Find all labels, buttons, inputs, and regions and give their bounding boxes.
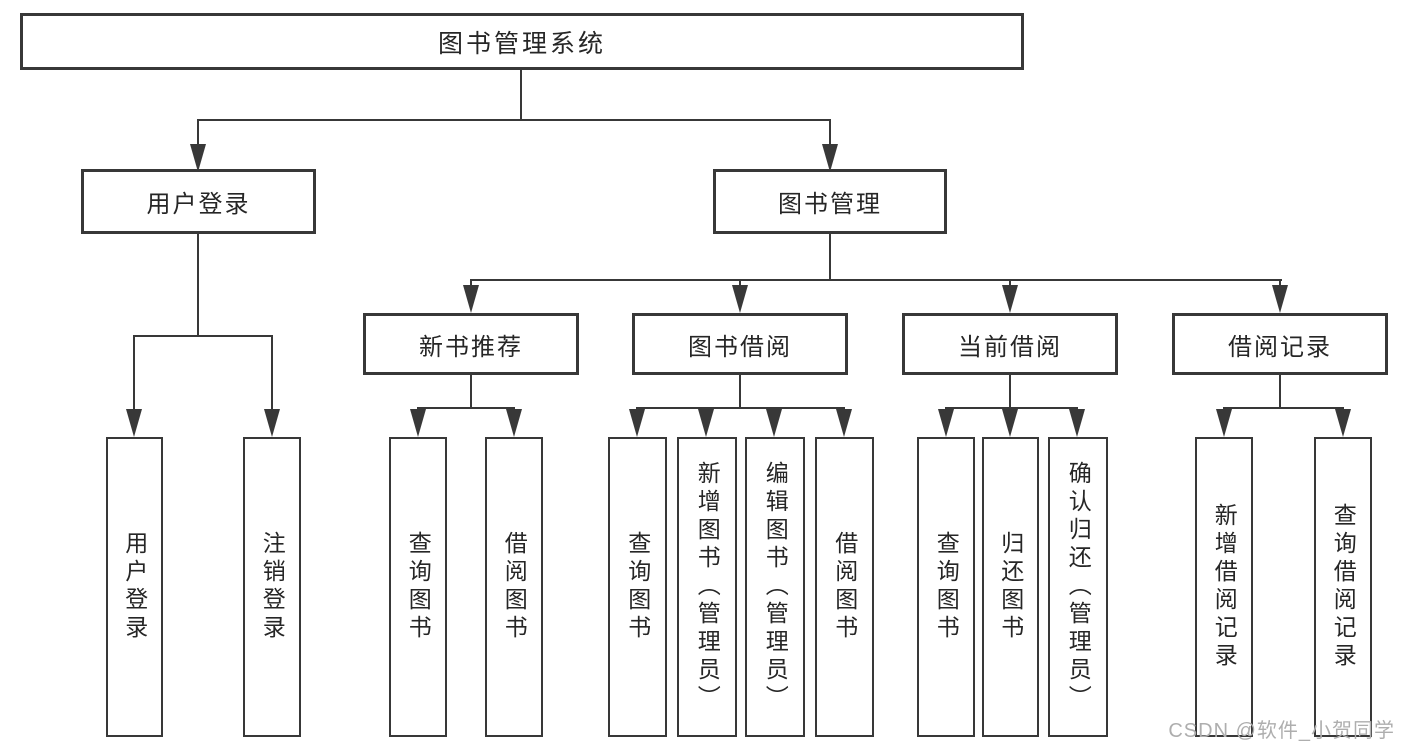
connector-line <box>829 234 831 281</box>
arrow-down-icon <box>766 409 782 437</box>
leaf-nbr-borrow-books: 借阅图书 <box>485 437 543 737</box>
leaf-br-query-record: 查询借阅记录 <box>1314 437 1372 737</box>
leaf-cb-return-books: 归还图书 <box>982 437 1039 737</box>
arrow-down-icon <box>1002 285 1018 313</box>
connector-line <box>739 375 741 409</box>
arrow-down-icon <box>1069 409 1085 437</box>
arrow-down-icon <box>629 409 645 437</box>
node-label: 查询图书 <box>405 531 432 643</box>
arrow-down-icon <box>190 144 206 172</box>
node-label: 新书推荐 <box>419 333 523 361</box>
arrow-down-icon <box>822 144 838 172</box>
arrow-down-icon <box>126 409 142 437</box>
arrow-down-icon <box>732 285 748 313</box>
node-label: 新增借阅记录 <box>1211 503 1238 671</box>
node-label: 查询借阅记录 <box>1330 503 1357 671</box>
connector-line <box>470 279 1282 281</box>
node-label: 用户登录 <box>146 191 251 218</box>
leaf-cb-confirm-return-admin: 确认归还（管理员） <box>1048 437 1108 737</box>
arrow-down-icon <box>1272 285 1288 313</box>
node-current-borrowing: 当前借阅 <box>902 313 1118 375</box>
connector-line <box>1009 375 1011 409</box>
arrow-down-icon <box>1002 409 1018 437</box>
node-book-borrowing: 图书借阅 <box>632 313 848 375</box>
leaf-bb-add-books-admin: 新增图书（管理员） <box>677 437 737 737</box>
leaf-bb-query-books: 查询图书 <box>608 437 667 737</box>
connector-line <box>520 70 522 120</box>
node-label: 图书管理 <box>778 191 882 218</box>
node-label: 借阅图书 <box>501 531 528 643</box>
connector-line <box>1009 279 1011 287</box>
leaf-bb-edit-books-admin: 编辑图书（管理员） <box>745 437 805 737</box>
node-label: 图书管理系统 <box>437 29 606 58</box>
leaf-br-add-record: 新增借阅记录 <box>1195 437 1253 737</box>
node-label: 用户登录 <box>121 531 148 643</box>
arrow-down-icon <box>938 409 954 437</box>
connector-line <box>197 119 831 121</box>
arrow-down-icon <box>264 409 280 437</box>
node-label: 图书借阅 <box>688 333 792 361</box>
node-book-management: 图书管理 <box>713 169 947 234</box>
node-library-management-system: 图书管理系统 <box>20 13 1024 70</box>
leaf-nbr-query-books: 查询图书 <box>389 437 447 737</box>
node-label: 借阅记录 <box>1228 333 1332 361</box>
connector-line <box>945 407 1078 409</box>
connector-line <box>1223 407 1344 409</box>
node-label: 注销登录 <box>259 531 286 643</box>
leaf-bb-borrow-books: 借阅图书 <box>815 437 874 737</box>
connector-line <box>197 234 199 336</box>
node-label: 查询图书 <box>624 531 651 643</box>
leaf-user-login: 用户登录 <box>106 437 163 737</box>
node-new-book-recommend: 新书推荐 <box>363 313 579 375</box>
arrow-down-icon <box>1216 409 1232 437</box>
arrow-down-icon <box>698 409 714 437</box>
arrow-down-icon <box>836 409 852 437</box>
connector-line <box>829 119 831 145</box>
node-label: 查询图书 <box>933 531 960 643</box>
connector-line <box>197 119 199 145</box>
node-user-login: 用户登录 <box>81 169 316 234</box>
node-label: 当前借阅 <box>958 333 1062 361</box>
leaf-cb-query-books: 查询图书 <box>917 437 975 737</box>
connector-line <box>636 407 844 409</box>
arrow-down-icon <box>1335 409 1351 437</box>
connector-line <box>271 335 273 410</box>
connector-line <box>1279 375 1281 409</box>
node-label: 编辑图书（管理员） <box>762 461 789 713</box>
connector-line <box>739 279 741 287</box>
node-label: 确认归还（管理员） <box>1065 461 1092 713</box>
node-label: 借阅图书 <box>831 531 858 643</box>
arrow-down-icon <box>410 409 426 437</box>
connector-line <box>133 335 135 410</box>
arrow-down-icon <box>463 285 479 313</box>
node-label: 归还图书 <box>997 531 1024 643</box>
connector-line <box>1279 279 1281 287</box>
leaf-logout: 注销登录 <box>243 437 301 737</box>
node-borrowing-records: 借阅记录 <box>1172 313 1388 375</box>
arrow-down-icon <box>506 409 522 437</box>
connector-line <box>470 279 472 287</box>
connector-line <box>417 407 515 409</box>
node-label: 新增图书（管理员） <box>694 461 721 713</box>
csdn-watermark: CSDN @软件_小贺同学 <box>1168 720 1395 742</box>
connector-line <box>470 375 472 409</box>
connector-line <box>133 335 273 337</box>
